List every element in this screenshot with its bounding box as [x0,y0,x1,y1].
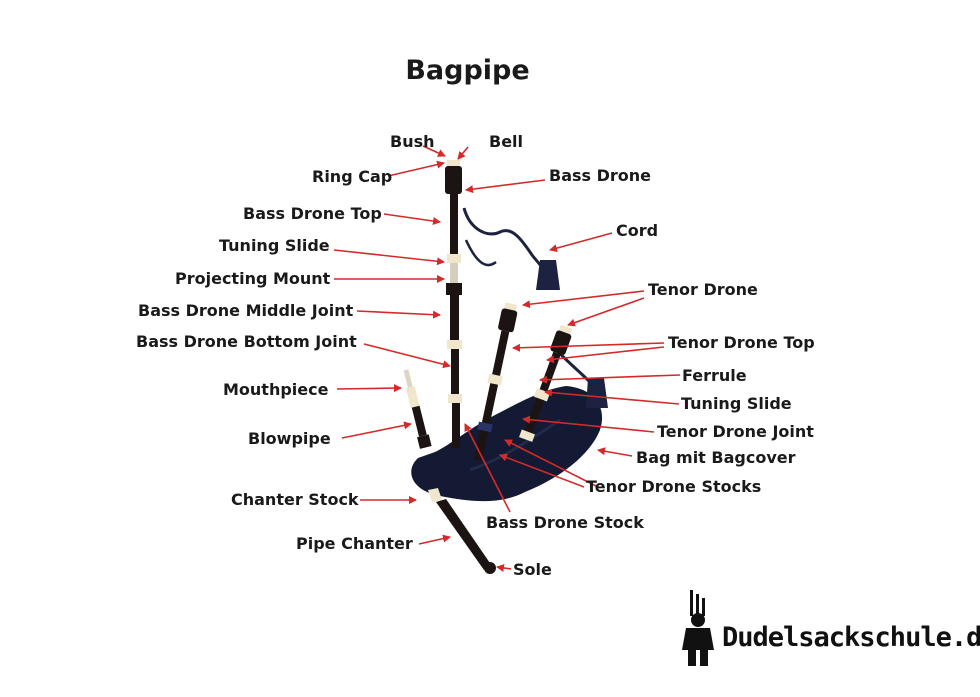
label-mouthpiece: Mouthpiece [223,380,329,399]
label-projecting-mount: Projecting Mount [175,269,331,288]
cord-tassel-2 [586,378,608,408]
leader-arrow [383,213,441,225]
label-bass-drone: Bass Drone [549,166,652,185]
label-bag-mit-bagcover: Bag mit Bagcover [636,448,796,467]
bag-shape [411,386,603,502]
label-bass-drone-stock: Bass Drone Stock [486,513,644,532]
leader-arrow [499,453,585,488]
page-title: Bagpipe [405,55,530,86]
leader-arrow [363,343,451,369]
label-ferrule: Ferrule [682,366,747,385]
piper-logo-icon [682,590,714,666]
pipe-chanter-assembly [428,488,496,574]
label-bell: Bell [489,132,524,151]
label-blowpipe: Blowpipe [248,429,331,448]
leader-arrow [539,374,681,384]
leader-arrow [549,232,613,253]
leader-arrow [496,564,512,572]
leader-arrow [544,388,680,405]
leader-arrow [504,439,597,487]
leader-arrow [336,384,402,393]
label-tuning-slide-right: Tuning Slide [681,394,792,413]
label-bush: Bush [390,132,435,151]
leader-arrow [567,297,645,327]
bass-drone-pipe [445,160,462,448]
leader-arrow [356,310,441,319]
leader-arrow [464,423,511,513]
cord-tassel [536,260,560,290]
drone-cord [462,207,550,276]
leader-arrow [512,342,665,352]
label-tenor-drone-stocks: Tenor Drone Stocks [586,477,762,496]
label-tuning-slide-left: Tuning Slide [219,236,330,255]
label-sole: Sole [513,560,552,579]
leader-arrow [522,415,655,433]
label-tenor-drone: Tenor Drone [648,280,758,299]
leader-arrow [387,160,445,177]
label-bass-drone-bottom-joint: Bass Drone Bottom Joint [136,332,357,351]
leader-arrow [522,290,645,309]
leader-arrow [333,249,445,266]
label-pipe-chanter: Pipe Chanter [296,534,413,553]
leader-arrow [418,534,451,545]
bag-fold [469,418,561,472]
leader-arrow [341,421,412,439]
drone-cord-back [464,239,497,267]
leader-arrow [546,346,665,364]
leader-arrow [597,447,633,457]
leader-arrow [465,179,546,194]
label-chanter-stock: Chanter Stock [231,490,359,509]
label-bass-drone-middle-joint: Bass Drone Middle Joint [138,301,354,320]
label-bass-drone-top: Bass Drone Top [243,204,382,223]
blowpipe-assembly [403,369,432,449]
label-cord: Cord [616,221,659,240]
brand-logo-text: Dudelsackschule.de [722,622,980,653]
leader-arrow [457,146,469,160]
label-ring-cap: Ring Cap [312,167,393,186]
label-tenor-drone-top: Tenor Drone Top [668,333,815,352]
tenor-drone-1 [474,302,518,462]
label-tenor-drone-joint: Tenor Drone Joint [657,422,814,441]
leader-arrow [422,145,446,157]
